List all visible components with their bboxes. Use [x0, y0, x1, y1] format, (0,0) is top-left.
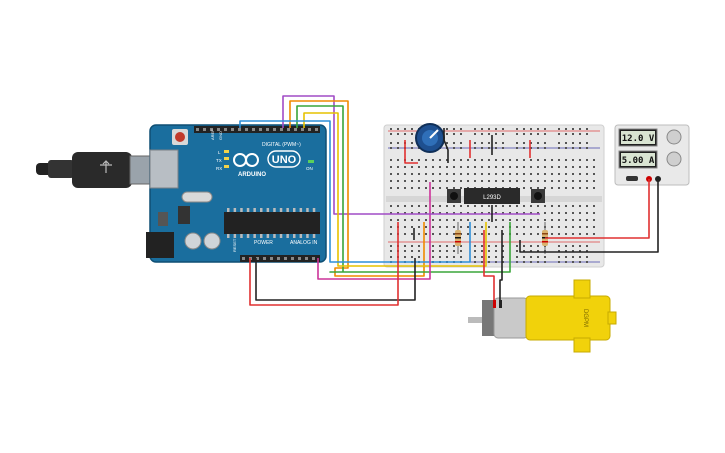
- current-knob[interactable]: [666, 151, 682, 167]
- analog-in-label: ANALOG IN: [290, 240, 318, 246]
- potentiometer[interactable]: [415, 123, 445, 153]
- l-led-label: L: [218, 150, 221, 155]
- push-button-right[interactable]: [531, 189, 545, 203]
- aref-label: AREF: [210, 129, 215, 140]
- arduino-uno-board[interactable]: UNO ARDUINO DIGITAL (PWM~) POWER ANALOG …: [146, 124, 327, 263]
- dc-gear-motor: DGPM: [468, 279, 617, 353]
- rx-label: RX: [216, 166, 222, 171]
- wire-purple-top: [282, 95, 386, 215]
- board-model-label: UNO: [272, 154, 297, 166]
- wires: [239, 95, 659, 306]
- resistor-left: [455, 222, 461, 254]
- dc-power-supply[interactable]: 12.0 V 5.00 A: [614, 124, 690, 186]
- reset-pin-label: RESET: [232, 238, 237, 252]
- breadboard-holes: [390, 128, 595, 263]
- wire-green-top: [296, 105, 511, 273]
- motor-label: DGPM: [582, 309, 588, 327]
- wire-motor-red: [483, 230, 495, 300]
- wire-supply-black: [519, 179, 659, 253]
- push-button-left[interactable]: [447, 189, 461, 203]
- wire-red-5v: [249, 222, 399, 306]
- wire-yellow-top: [303, 112, 487, 267]
- l293d-chip[interactable]: L293D: [464, 188, 520, 204]
- reset-button-cap[interactable]: [175, 132, 185, 142]
- voltage-knob[interactable]: [666, 129, 682, 145]
- wire-motor-black: [499, 230, 503, 300]
- voltage-readout: 12.0 V: [622, 134, 655, 144]
- tx-label: TX: [216, 158, 222, 163]
- power-label: POWER: [254, 240, 273, 246]
- digital-pins: [196, 128, 318, 131]
- wire-magenta: [317, 182, 431, 280]
- atmega-chip: [224, 212, 320, 234]
- brand-label: ARDUINO: [238, 172, 266, 178]
- on-led-label: ON: [306, 166, 313, 171]
- wire-orange-top: [289, 100, 425, 277]
- power-switch[interactable]: [626, 176, 638, 181]
- gnd-label: GND: [218, 131, 223, 140]
- wire-red-pot: [404, 140, 418, 164]
- l293d-label: L293D: [483, 195, 501, 201]
- digital-header: [194, 126, 320, 133]
- wire-supply-red: [545, 179, 650, 239]
- power-jack: [146, 232, 174, 258]
- digital-header-label: DIGITAL (PWM~): [262, 142, 301, 148]
- current-readout: 5.00 A: [622, 156, 655, 166]
- wire-blue-top: [239, 120, 471, 263]
- wire-black-gnd: [255, 258, 416, 301]
- wire-black-pot: [443, 128, 449, 163]
